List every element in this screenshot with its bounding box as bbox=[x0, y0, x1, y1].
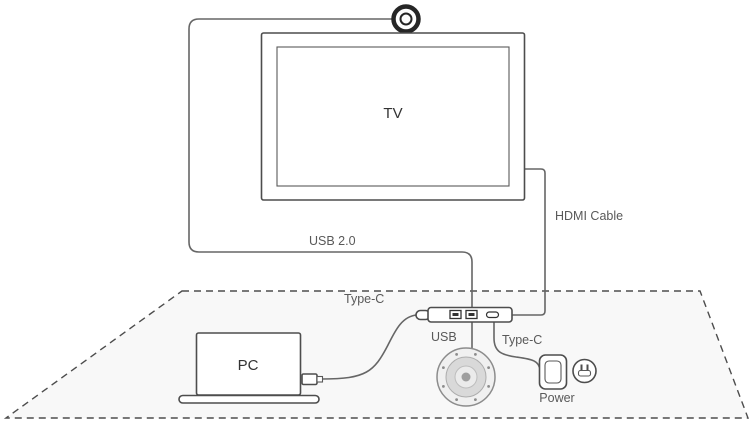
laptop-usb-plug bbox=[301, 373, 318, 386]
hdmi-cable-label: HDMI Cable bbox=[555, 209, 623, 223]
plug-body bbox=[577, 369, 592, 377]
type-c-pc-cable-line bbox=[321, 314, 418, 380]
usb2-label: USB 2.0 bbox=[309, 234, 356, 248]
power-adapter-face bbox=[544, 360, 562, 384]
speaker-mic-dots bbox=[442, 353, 490, 401]
type-c-power-label: Type-C bbox=[502, 333, 542, 347]
speakerphone-icon bbox=[436, 347, 496, 407]
power-plug-icon bbox=[572, 358, 597, 384]
usb-hub-icon bbox=[415, 306, 513, 323]
power-label: Power bbox=[539, 391, 574, 405]
cables bbox=[188, 18, 546, 380]
webcam-icon bbox=[391, 4, 421, 34]
pc-label: PC bbox=[238, 357, 259, 374]
laptop-base bbox=[178, 394, 320, 404]
usb2-cable-line bbox=[188, 18, 473, 309]
cable-labels: USB 2.0 HDMI Cable Type-C USB Type-C Pow… bbox=[309, 209, 623, 405]
type-c-pc-label: Type-C bbox=[344, 292, 384, 306]
hdmi-cable-line bbox=[512, 168, 546, 316]
laptop-icon: PC bbox=[178, 332, 324, 404]
hub-usb-port-1-tongue bbox=[452, 313, 459, 316]
webcam-lens bbox=[399, 12, 413, 26]
tv-icon: TV bbox=[260, 32, 526, 201]
tv-label: TV bbox=[383, 105, 402, 122]
hub-type-c-port bbox=[485, 311, 500, 319]
power-adapter-icon bbox=[538, 354, 568, 390]
usb-speaker-label: USB bbox=[431, 330, 457, 344]
laptop-usb-plug-tip bbox=[316, 375, 324, 383]
table-surface-dashed-outline bbox=[3, 290, 750, 419]
speaker-center-button bbox=[461, 372, 471, 382]
tv-screen bbox=[276, 46, 510, 187]
hub-usb-port-2-tongue bbox=[468, 313, 475, 316]
type-c-power-cable-line bbox=[493, 321, 541, 372]
